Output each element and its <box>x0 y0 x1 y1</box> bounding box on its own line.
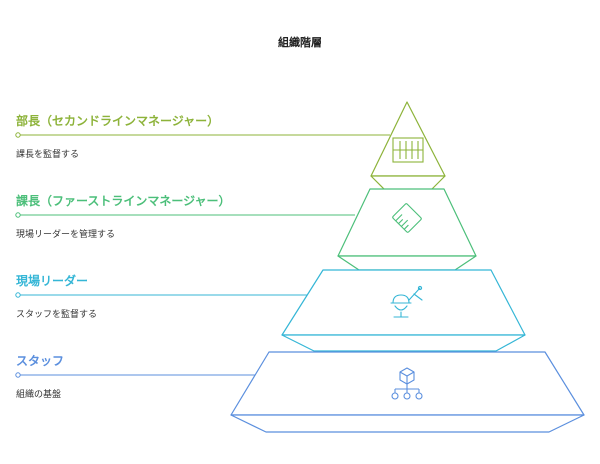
connector-level-3 <box>15 292 310 298</box>
level-3-label: 現場リーダー <box>16 274 89 288</box>
columns-icon <box>392 137 424 163</box>
connector-level-1 <box>15 132 390 138</box>
connector-level-4 <box>15 372 262 378</box>
level-2-description: 現場リーダーを管理する <box>16 230 116 240</box>
connector-level-2 <box>15 212 355 218</box>
pyramid-tier-2 <box>337 188 477 271</box>
ruler-icon <box>392 203 422 233</box>
pyramid-tier-3 <box>281 269 526 352</box>
hierarchy-cube-icon <box>391 367 423 400</box>
level-4-description: 組織の基盤 <box>16 390 62 400</box>
level-4-label: スタッフ <box>16 354 65 368</box>
worker-compass-icon <box>390 285 423 318</box>
level-2-label: 課長（ファーストラインマネージャー） <box>16 194 231 208</box>
level-1-description: 課長を監督する <box>16 150 80 160</box>
level-1-label: 部長（セカンドラインマネージャー） <box>16 114 220 128</box>
level-3-description: スタッフを監督する <box>16 310 98 320</box>
diagram-title: 組織階層 <box>278 36 322 49</box>
pyramid-tier-1 <box>370 101 446 191</box>
